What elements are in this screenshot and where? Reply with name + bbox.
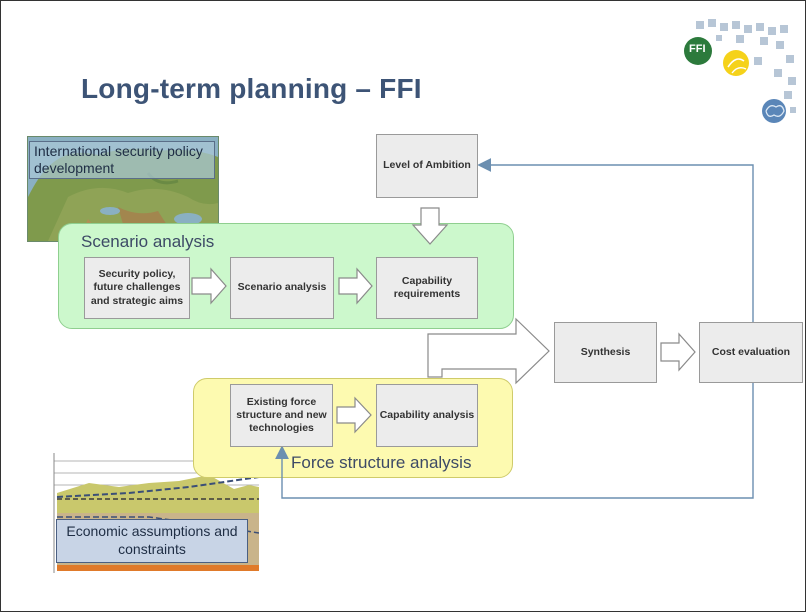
box-security-policy: Security policy, future challenges and s… [84, 257, 190, 319]
feedback-line-existing [275, 382, 754, 499]
box-capability-requirements: Capability requirements [376, 257, 478, 319]
ffi-logo-icon [684, 37, 712, 65]
globe-icon [723, 50, 749, 76]
brain-icon [762, 99, 786, 123]
page-title: Long-term planning – FFI [81, 73, 422, 104]
box-level-of-ambition: Level of Ambition [376, 134, 478, 198]
box-scenario-analysis: Scenario analysis [230, 257, 334, 319]
box-existing-force-structure: Existing force structure and new technol… [230, 384, 333, 447]
map-label: International security policy developmen… [29, 141, 215, 179]
logo-text: FFI [689, 43, 706, 55]
dot-pattern [696, 19, 796, 113]
arrow-synthesis-cost [660, 332, 696, 372]
box-cost-evaluation: Cost evaluation [699, 322, 803, 383]
scenario-region-label: Scenario analysis [81, 232, 215, 251]
force-region-label: Force structure analysis [291, 453, 472, 472]
feedback-line-ambition [477, 158, 754, 322]
arrow-to-synthesis [427, 317, 550, 385]
arrow-scenario-capreq [338, 267, 373, 305]
arrow-security-scenario [191, 267, 227, 305]
economic-label: Economic assumptions and constraints [56, 519, 248, 563]
arrow-existing-capanalysis [336, 396, 372, 434]
logo-group [684, 19, 796, 123]
arrow-ambition-down [411, 207, 449, 245]
box-synthesis: Synthesis [554, 322, 657, 383]
box-capability-analysis: Capability analysis [376, 384, 478, 447]
